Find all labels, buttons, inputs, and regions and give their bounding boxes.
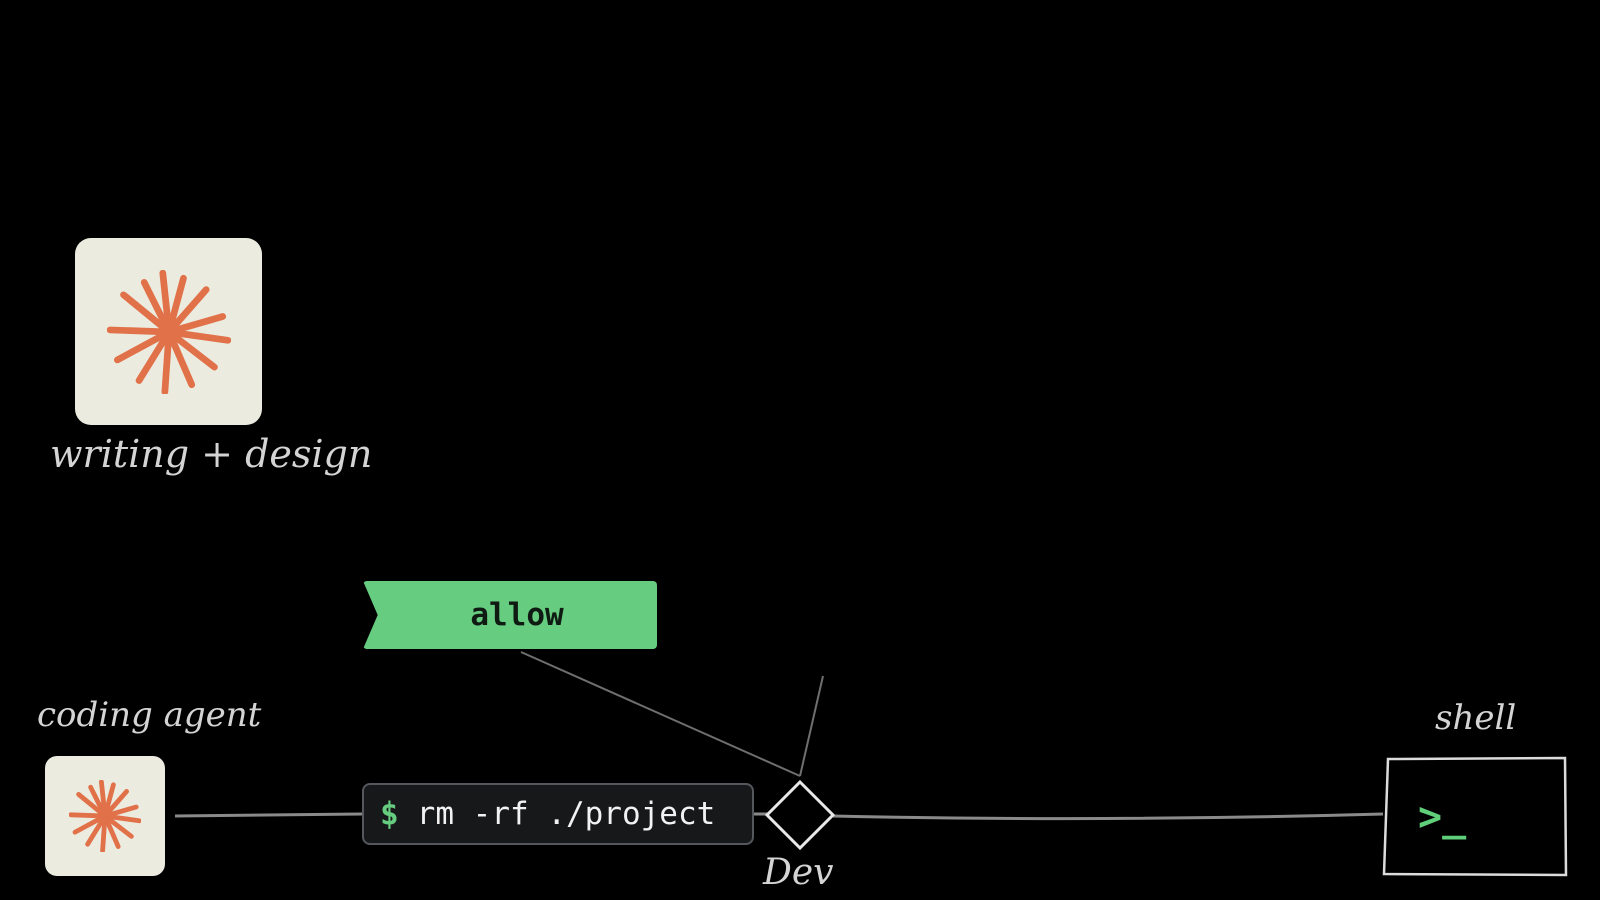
command-text: rm -rf ./project [416,796,716,832]
writing-design-tile [75,238,262,425]
connector-allow-gate [520,651,801,777]
terminal-icon [1382,756,1568,877]
writing-design-label: writing + design [50,432,373,476]
asterisk-logo-icon [69,780,141,852]
dev-gate-label: Dev [763,852,834,893]
shell-prompt: >_ [1418,794,1467,840]
command-box: $ rm -rf ./project [362,783,754,845]
allow-decision-badge: allow [363,581,657,649]
connector-agent-command [174,812,363,818]
connector-gate-shell [832,812,1384,821]
shell-label: shell [1435,698,1517,738]
diamond-gate-icon [764,779,836,851]
coding-agent-tile [45,756,165,876]
coding-agent-label: coding agent [37,695,262,735]
asterisk-logo-icon [106,269,231,394]
allow-label: allow [470,597,564,633]
command-prompt-symbol: $ [380,796,399,832]
connector-gate-tick [799,675,824,777]
